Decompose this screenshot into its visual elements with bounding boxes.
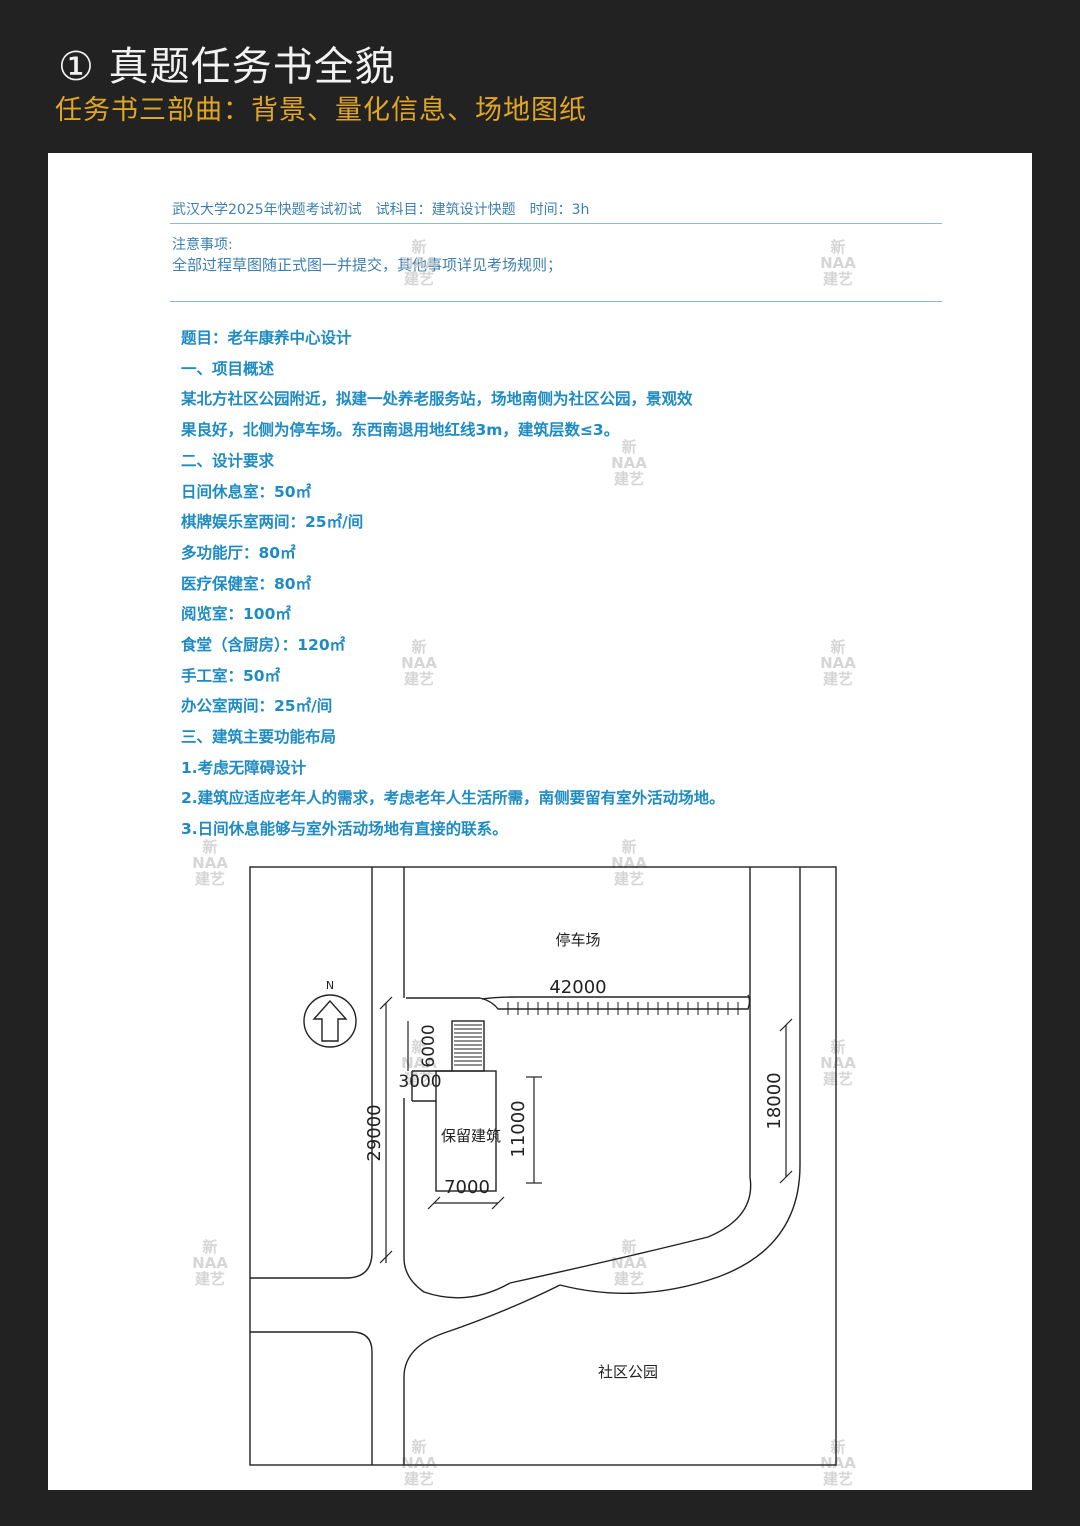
dim-29000: 29000 bbox=[364, 1104, 385, 1161]
room-item: 棋牌娱乐室两间：25㎡/间 bbox=[181, 513, 364, 531]
dim-3000: 3000 bbox=[398, 1072, 441, 1092]
room-item: 食堂（含厨房）：120㎡ bbox=[181, 636, 346, 654]
room-item: 日间休息室：50㎡ bbox=[181, 483, 312, 501]
north-arrow-icon bbox=[303, 994, 357, 1048]
park-label: 社区公园 bbox=[598, 1363, 658, 1381]
layout-item: 1.考虑无障碍设计 bbox=[181, 759, 307, 777]
room-item: 办公室两间：25㎡/间 bbox=[181, 697, 333, 715]
dim-42000: 42000 bbox=[549, 977, 606, 998]
overview-line-2: 果良好，北侧为停车场。东西南退用地红线3m，建筑层数≤3。 bbox=[181, 421, 620, 439]
section-layout-heading: 三、建筑主要功能布局 bbox=[181, 728, 337, 746]
divider-notes bbox=[170, 301, 942, 302]
page-subtitle: 任务书三部曲：背景、量化信息、场地图纸 bbox=[55, 95, 587, 126]
site-plan: N 停车场 社区公园 保留建筑 42000 7000 3000 29000 11… bbox=[249, 866, 837, 1466]
layout-item: 3.日间休息能够与室外活动场地有直接的联系。 bbox=[181, 820, 508, 838]
staircase bbox=[451, 1020, 485, 1072]
room-item: 医疗保健室：80㎡ bbox=[181, 575, 312, 593]
divider-top bbox=[170, 223, 942, 224]
dim-11000: 11000 bbox=[508, 1100, 529, 1157]
overview-line-1: 某北方社区公园附近，拟建一处养老服务站，场地南侧为社区公园，景观效 bbox=[181, 390, 693, 408]
road-west-edge bbox=[250, 867, 373, 1279]
parking-curb bbox=[479, 994, 751, 1010]
north-label: N bbox=[326, 979, 334, 992]
exam-info: 武汉大学2025年快题考试初试 试科目：建筑设计快题 时间：3h bbox=[172, 202, 590, 218]
dim-6000: 6000 bbox=[419, 1024, 439, 1067]
dim-18000: 18000 bbox=[764, 1072, 785, 1129]
parking-edge bbox=[481, 996, 748, 1000]
task-sheet: 武汉大学2025年快题考试初试 试科目：建筑设计快题 时间：3h 注意事项: 全… bbox=[48, 153, 1032, 1490]
road-south-west-edge bbox=[250, 1331, 373, 1465]
parking-label: 停车场 bbox=[555, 931, 600, 949]
road-curve-inner bbox=[559, 867, 801, 1294]
road-south-east-edge bbox=[403, 1284, 561, 1465]
room-item: 多功能厅：80㎡ bbox=[181, 544, 296, 562]
road-curve-outer bbox=[509, 867, 752, 1284]
road-east-edge-lower bbox=[403, 1098, 511, 1299]
brief-title: 题目：老年康养中心设计 bbox=[181, 329, 352, 347]
section-overview-heading: 一、项目概述 bbox=[181, 360, 275, 378]
dim-7000: 7000 bbox=[444, 1177, 490, 1198]
layout-item: 2.建筑应适应老年人的需求，考虑老年人生活所需，南侧要留有室外活动场地。 bbox=[181, 789, 725, 807]
notes-heading: 注意事项: bbox=[172, 237, 233, 253]
site-boundary bbox=[249, 866, 837, 1466]
page-title: ① 真题任务书全貌 bbox=[58, 44, 396, 90]
notes-text: 全部过程草图随正式图一并提交，其他事项详见考场规则； bbox=[172, 256, 563, 274]
retained-building-label: 保留建筑 bbox=[441, 1127, 501, 1145]
room-item: 阅览室：100㎡ bbox=[181, 605, 291, 623]
room-item: 手工室：50㎡ bbox=[181, 667, 281, 685]
section-requirements-heading: 二、设计要求 bbox=[181, 452, 275, 470]
